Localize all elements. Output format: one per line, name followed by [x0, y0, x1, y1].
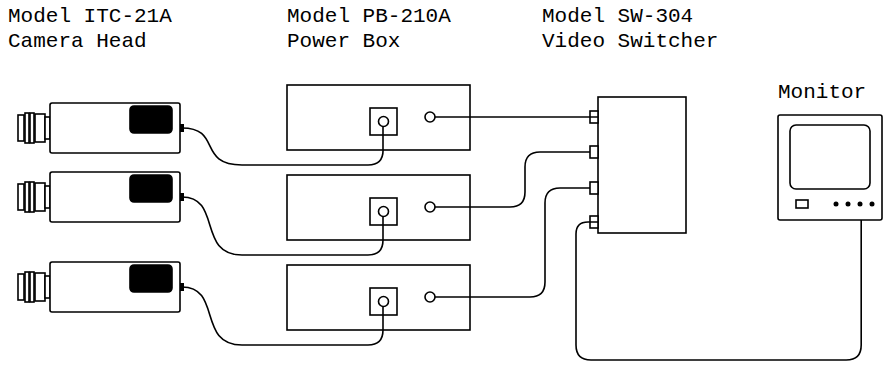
model-heading: Model PB-210A Power Box — [287, 4, 476, 54]
cable — [470, 116, 598, 118]
video-switcher: Model SW-304 Video Switcher — [598, 97, 686, 233]
model-heading: Model SW-304 Video Switcher — [542, 4, 731, 54]
model-heading: Monitor — [778, 80, 888, 105]
model-heading: Model ITC-21A Camera Head — [8, 4, 197, 54]
power-box: Model PB-210A Power Box — [287, 85, 470, 150]
cable — [182, 128, 383, 165]
cable — [576, 220, 861, 360]
camera-head: Model ITC-21A Camera Head — [18, 103, 182, 153]
monitor: Monitor — [778, 115, 882, 220]
